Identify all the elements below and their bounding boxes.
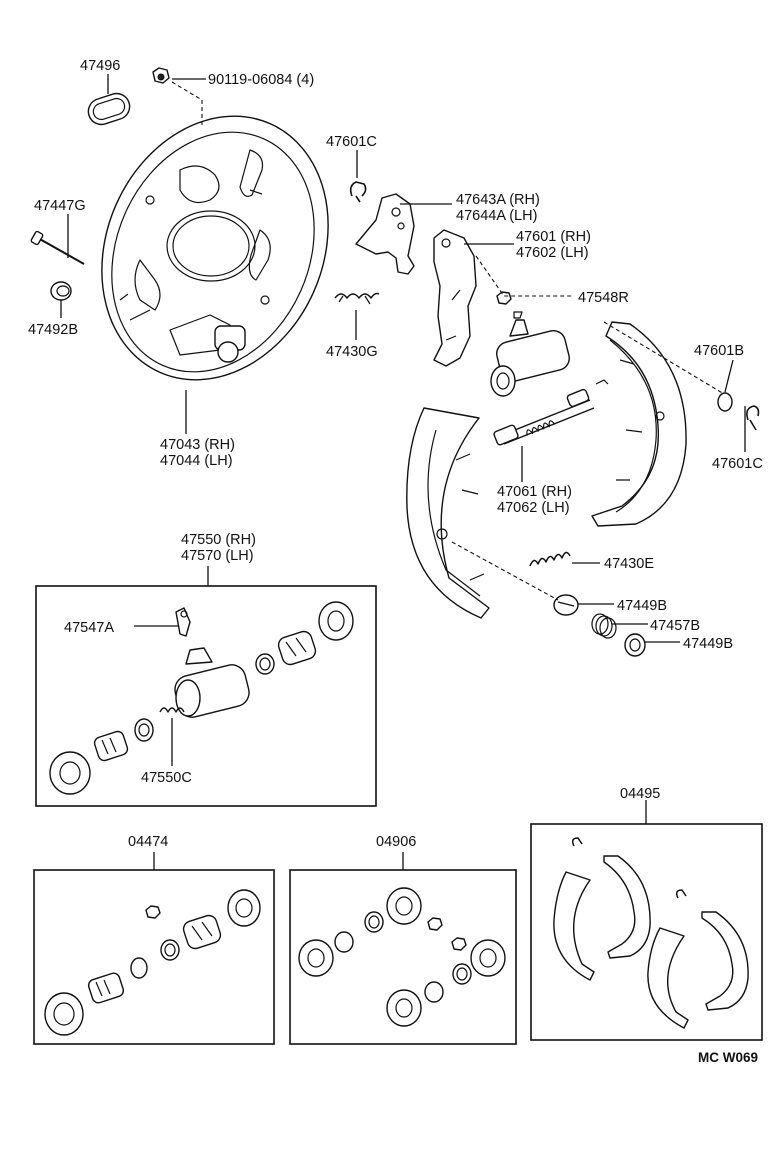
label-kit-04495: 04495 — [620, 786, 660, 802]
label-47601: 47601 (RH) — [516, 229, 591, 245]
pin-47447g-drawing — [30, 230, 85, 265]
kit-04474-drawing — [44, 889, 261, 1036]
spring-47430g-drawing — [334, 292, 380, 305]
label-47601b: 47601B — [694, 343, 744, 359]
kit-04495-box — [530, 823, 763, 1041]
nut-47548r-drawing — [496, 291, 512, 305]
kit-04906-drawing — [298, 887, 506, 1027]
clip-47601c-top-drawing — [349, 181, 367, 203]
label-47430g: 47430G — [326, 344, 378, 360]
brake-shoe-front-drawing — [406, 407, 490, 619]
label-47643a: 47643A (RH) — [456, 192, 540, 208]
callout-leaders — [60, 74, 746, 870]
kit-04474-box — [33, 869, 275, 1045]
label-47570: 47570 (LH) — [181, 548, 254, 564]
label-47449b-b: 47449B — [683, 636, 733, 652]
diagram-code: MC W069 — [698, 1050, 758, 1065]
wheel-cylinder-47550-drawing — [490, 311, 570, 397]
clip-47601c-right-drawing — [746, 405, 760, 431]
retainer-47492b-drawing — [50, 281, 72, 301]
label-47062: 47062 (LH) — [497, 500, 570, 516]
cup-47449b-b-drawing — [624, 633, 646, 657]
brake-shoe-rear-drawing — [591, 321, 687, 527]
label-47550: 47550 (RH) — [181, 532, 256, 548]
wheel-cylinder-kit-box — [35, 585, 377, 807]
cup-47449b-a-drawing — [553, 594, 579, 616]
adjuster-47061-drawing — [493, 379, 609, 446]
label-kit-04906: 04906 — [376, 834, 416, 850]
label-47601c-right: 47601C — [712, 456, 763, 472]
label-47547a: 47547A — [64, 620, 114, 636]
kit-04495-drawing — [553, 837, 749, 1029]
label-47447g: 47447G — [34, 198, 86, 214]
label-47449b-a: 47449B — [617, 598, 667, 614]
label-47430e: 47430E — [604, 556, 654, 572]
label-47548r: 47548R — [578, 290, 629, 306]
label-90119: 90119-06084 (4) — [208, 72, 314, 88]
label-47061: 47061 (RH) — [497, 484, 572, 500]
label-47496: 47496 — [80, 58, 120, 74]
spring-47430e-drawing — [529, 551, 571, 567]
backing-plate-drawing — [101, 115, 329, 381]
plug-47496-drawing — [87, 92, 131, 126]
label-kit-04474: 04474 — [128, 834, 168, 850]
label-47457b: 47457B — [650, 618, 700, 634]
lever-47643a-drawing — [355, 193, 415, 275]
nut-90119-drawing — [152, 67, 170, 84]
label-47550c: 47550C — [141, 770, 192, 786]
label-47492b: 47492B — [28, 322, 78, 338]
washer-47601b-drawing — [717, 392, 733, 412]
label-47043: 47043 (RH) — [160, 437, 235, 453]
label-47601c-top: 47601C — [326, 134, 377, 150]
exploded-wheel-cylinder-drawing — [49, 601, 354, 795]
spring-47457b-drawing — [591, 613, 617, 639]
kit-04906-box — [289, 869, 517, 1045]
label-47644a: 47644A (LH) — [456, 208, 537, 224]
label-47602: 47602 (LH) — [516, 245, 589, 261]
label-47044: 47044 (LH) — [160, 453, 233, 469]
lever-47601-drawing — [433, 229, 477, 367]
